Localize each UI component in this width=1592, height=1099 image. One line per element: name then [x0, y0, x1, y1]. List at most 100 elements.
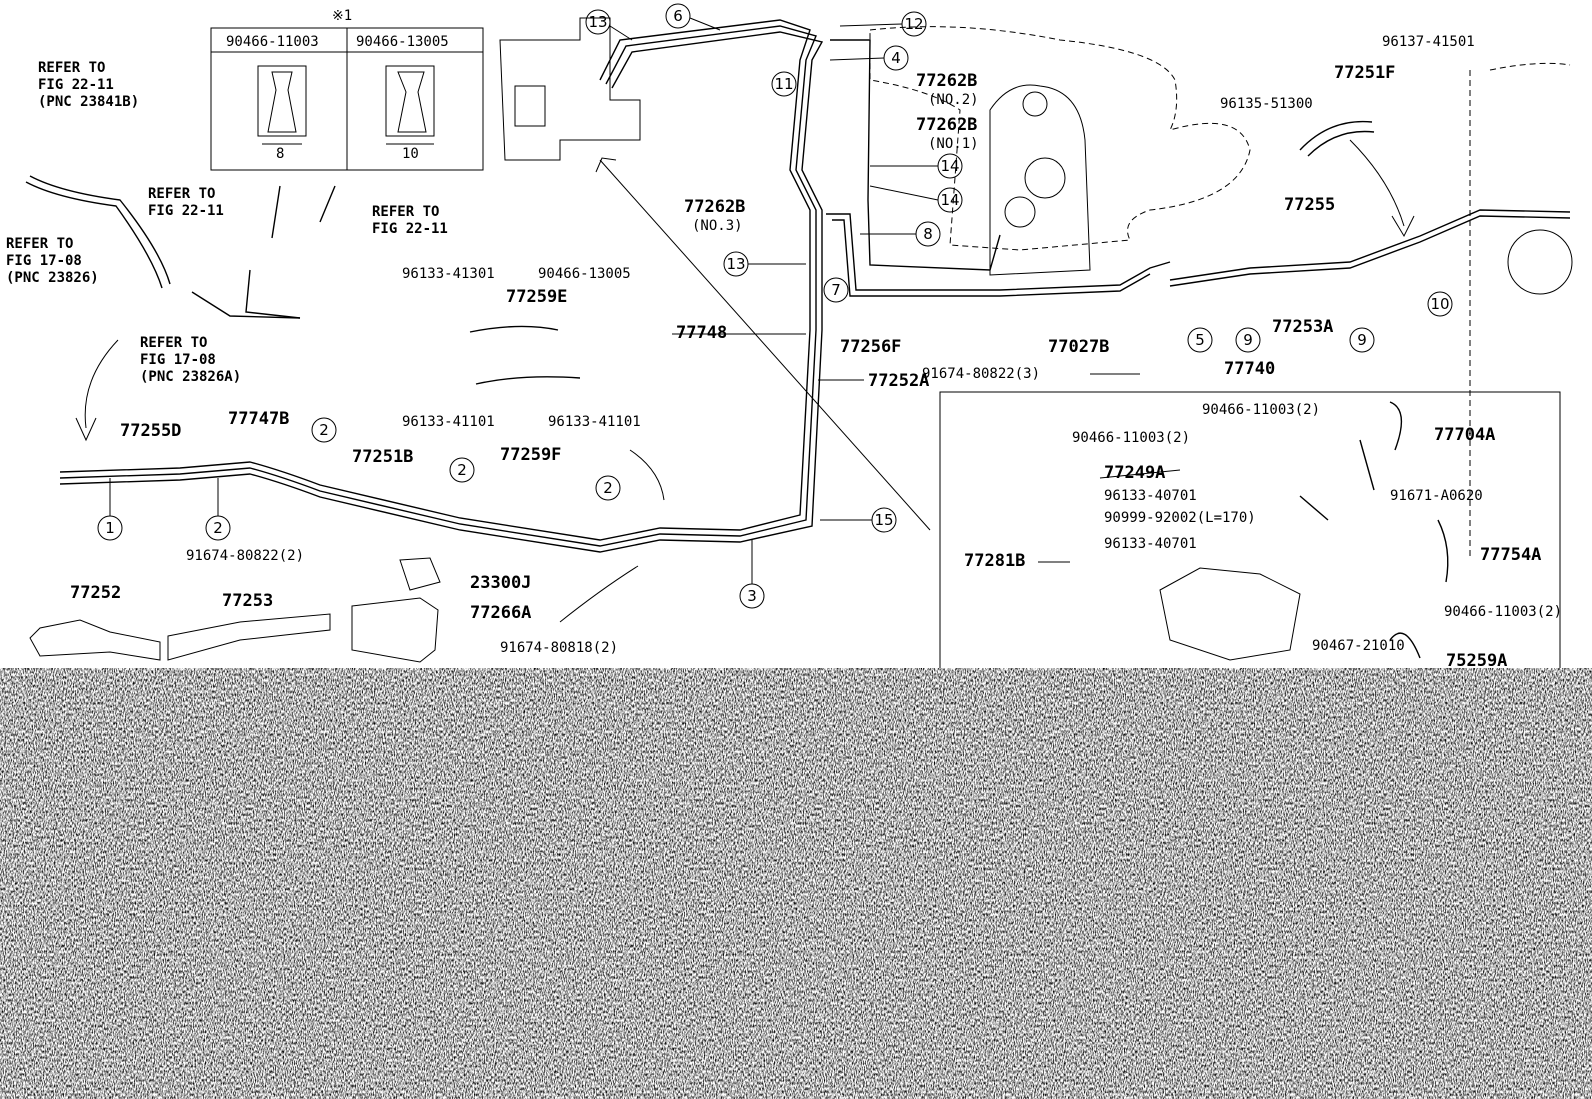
- callout-circle: 11: [771, 71, 797, 97]
- callout-circle: 2: [449, 457, 475, 483]
- part-label: 91671-A0620: [1390, 488, 1483, 504]
- part-label: 96135-51300: [1220, 96, 1313, 112]
- part-label: 90466-13005: [538, 266, 631, 282]
- part-label: 77252: [70, 583, 121, 603]
- svg-text:2: 2: [457, 461, 467, 479]
- part-label: 77259F: [500, 445, 561, 465]
- part-label: 77262B: [916, 115, 977, 135]
- callout-circle: 1: [97, 515, 123, 541]
- part-label: (NO.2): [928, 92, 979, 108]
- svg-text:14: 14: [940, 191, 959, 209]
- callout-circle: 7: [823, 277, 849, 303]
- part-label: (NO.1): [928, 136, 979, 152]
- svg-text:1: 1: [105, 519, 115, 537]
- part-label: 90466-11003(2): [1202, 402, 1320, 418]
- part-label: 77281B: [964, 551, 1025, 571]
- part-label: 77262B: [916, 71, 977, 91]
- callout-circle: 3: [739, 583, 765, 609]
- svg-text:3: 3: [747, 587, 757, 605]
- part-label: 77253: [222, 591, 273, 611]
- svg-text:6: 6: [673, 7, 683, 25]
- svg-text:13: 13: [726, 255, 745, 273]
- svg-text:11: 11: [774, 75, 793, 93]
- table-dim-2: 10: [402, 146, 419, 162]
- part-label: 90466-11003(2): [1444, 604, 1562, 620]
- part-label: 96133-41101: [548, 414, 641, 430]
- part-label: 91674-80822(2): [186, 548, 304, 564]
- svg-text:7: 7: [831, 281, 841, 299]
- svg-text:4: 4: [891, 49, 901, 67]
- arrows: [75, 139, 1415, 623]
- part-label: 77251F: [1334, 63, 1395, 83]
- callout-circle: 14: [937, 187, 963, 213]
- part-label: 23300J: [470, 573, 531, 593]
- part-label: 90467-21010: [1312, 638, 1405, 654]
- part-label: 90466-11003(2): [1072, 430, 1190, 446]
- part-label: 77747B: [228, 409, 289, 429]
- part-label: 77748: [676, 323, 727, 343]
- callout-circle: 6: [665, 3, 691, 29]
- svg-text:9: 9: [1243, 331, 1253, 349]
- callout-circle: 2: [595, 475, 621, 501]
- callout-circle: 15: [871, 507, 897, 533]
- canister-frame: [939, 391, 1561, 668]
- table-col-2: 90466-13005: [356, 34, 449, 50]
- table-dim-1: 8: [276, 146, 284, 162]
- svg-text:13: 13: [588, 13, 607, 31]
- callout-circle: 4: [883, 45, 909, 71]
- leader-lines: [109, 17, 1181, 584]
- part-label: 96133-40701: [1104, 536, 1197, 552]
- callout-circle: 10: [1427, 291, 1453, 317]
- part-label: 75259A: [1446, 651, 1507, 668]
- svg-text:5: 5: [1195, 331, 1205, 349]
- pipe-bundles: [25, 19, 1571, 553]
- callout-circle: 2: [205, 515, 231, 541]
- part-label: 77027B: [1048, 337, 1109, 357]
- svg-text:9: 9: [1357, 331, 1367, 349]
- table-mark: ※1: [332, 8, 352, 24]
- callout-circle: 13: [585, 9, 611, 35]
- svg-text:12: 12: [904, 15, 923, 33]
- part-label: (NO.3): [692, 218, 743, 234]
- part-label: 77259E: [506, 287, 567, 307]
- clip-table: ※1 90466-11003 90466-13005 8 10: [210, 8, 484, 171]
- svg-text:14: 14: [940, 157, 959, 175]
- part-label: 90999-92002(L=170): [1104, 510, 1256, 526]
- part-label: 77754A: [1480, 545, 1541, 565]
- part-label: 77262B: [684, 197, 745, 217]
- callout-circle: 9: [1349, 327, 1375, 353]
- scan-noise-area: [0, 668, 1592, 1099]
- part-label: 77255D: [120, 421, 181, 441]
- table-col-1: 90466-11003: [226, 34, 319, 50]
- callout-circle: 5: [1187, 327, 1213, 353]
- part-label: 96137-41501: [1382, 34, 1475, 50]
- part-label: 91674-80822(3): [922, 366, 1040, 382]
- part-label: 77251B: [352, 447, 413, 467]
- part-label: 77704A: [1434, 425, 1495, 445]
- lower-parts: [29, 391, 1561, 668]
- callout-circle: 8: [915, 221, 941, 247]
- svg-text:2: 2: [319, 421, 329, 439]
- part-label: 91674-80818(2): [500, 640, 618, 656]
- part-label: 77255: [1284, 195, 1335, 215]
- diagram-drawing: ※1 90466-11003 90466-13005 8 10: [6, 3, 1573, 668]
- svg-text:10: 10: [1430, 295, 1449, 313]
- svg-text:15: 15: [874, 511, 893, 529]
- svg-text:8: 8: [923, 225, 933, 243]
- part-label: 77252A: [868, 371, 929, 391]
- callout-circle: 12: [901, 11, 927, 37]
- part-label: 77266A: [470, 603, 531, 623]
- part-label: 96133-41101: [402, 414, 495, 430]
- callout-circle: 9: [1235, 327, 1261, 353]
- svg-text:2: 2: [213, 519, 223, 537]
- callout-circle: 13: [723, 251, 749, 277]
- part-label: 96133-41301: [402, 266, 495, 282]
- outline-shapes: [499, 17, 1573, 560]
- callout-circle: 2: [311, 417, 337, 443]
- circle-callouts: 13 6 12 11 4 14 14 8 13 7 5 9 9 10 1 2 2…: [97, 3, 1453, 609]
